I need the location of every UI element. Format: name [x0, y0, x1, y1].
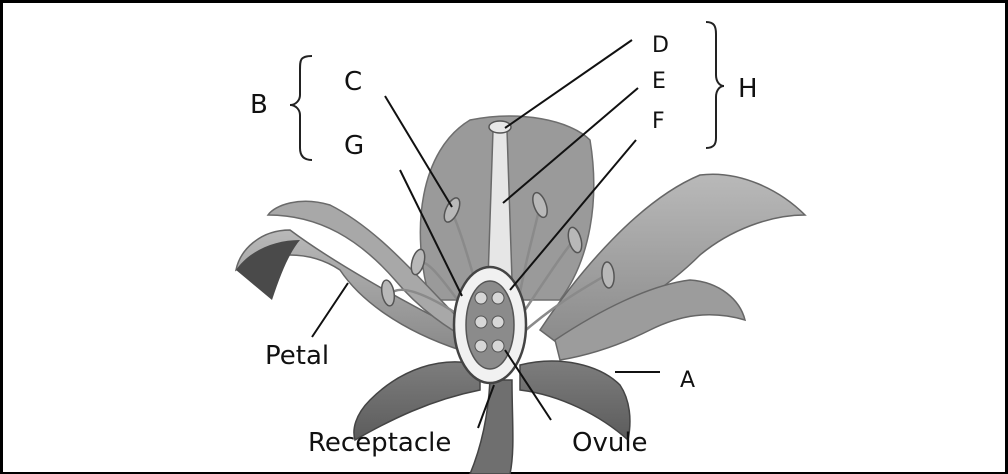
label-ovule: Ovule: [572, 428, 648, 458]
label-B: B: [250, 90, 268, 120]
label-F: F: [652, 109, 665, 134]
label-H: H: [738, 74, 758, 104]
bracket-H: [706, 22, 724, 148]
label-receptacle: Receptacle: [308, 428, 451, 458]
label-E: E: [652, 69, 666, 94]
leader-D: [505, 40, 632, 128]
leader-petal: [312, 283, 348, 337]
label-D: D: [652, 33, 669, 58]
ovary-inner: [466, 281, 514, 369]
label-C: C: [344, 67, 362, 97]
bracket-B: [290, 56, 312, 160]
label-G: G: [344, 131, 364, 161]
style: [488, 130, 512, 280]
label-petal: Petal: [265, 341, 329, 371]
label-A: A: [680, 368, 695, 393]
